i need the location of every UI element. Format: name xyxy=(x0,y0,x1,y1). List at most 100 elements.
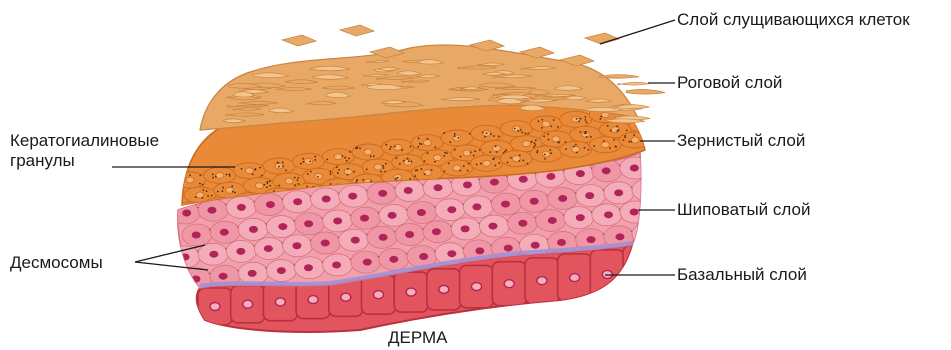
keratohyalin-granule xyxy=(222,190,224,192)
keratohyalin-granule xyxy=(549,149,551,151)
label-keratohyalin-line2: гранулы xyxy=(10,151,159,171)
keratohyalin-granule xyxy=(179,181,181,183)
keratohyalin-granule xyxy=(394,146,396,148)
keratohyalin-granule xyxy=(588,149,590,151)
keratohyalin-granule xyxy=(414,175,416,177)
keratohyalin-granule xyxy=(534,144,536,146)
keratohyalin-granule xyxy=(302,158,304,160)
keratohyalin-granule xyxy=(498,162,500,164)
keratohyalin-granule xyxy=(282,161,284,163)
keratohyalin-granule xyxy=(553,119,555,121)
spiny-nucleus xyxy=(304,264,313,271)
keratohyalin-granule xyxy=(584,116,586,118)
keratohyalin-granule xyxy=(419,143,421,145)
keratohyalin-granule xyxy=(303,161,305,163)
spiny-nucleus xyxy=(447,250,456,257)
spiny-nucleus xyxy=(389,256,398,263)
keratohyalin-granule xyxy=(326,158,328,160)
keratohyalin-granule xyxy=(241,168,243,170)
granular-nucleus xyxy=(552,136,560,142)
spiny-nucleus xyxy=(404,187,413,194)
keratohyalin-granule xyxy=(373,155,375,157)
keratohyalin-granule xyxy=(575,144,577,146)
keratohyalin-granule xyxy=(521,132,523,134)
keratohyalin-granule xyxy=(199,183,201,185)
keratohyalin-granule xyxy=(330,173,332,175)
spiny-nucleus xyxy=(304,220,313,227)
keratohyalin-granule xyxy=(640,125,642,127)
spiny-nucleus xyxy=(181,254,190,261)
desmosome-tick xyxy=(647,162,651,166)
spiny-nucleus xyxy=(378,190,387,197)
spiny-nucleus xyxy=(531,242,540,249)
keratohyalin-granule xyxy=(470,151,472,153)
keratohyalin-granule xyxy=(458,137,460,139)
keratohyalin-granule xyxy=(576,152,578,154)
shedding-flake xyxy=(585,33,619,44)
keratohyalin-granule xyxy=(397,177,399,179)
spiny-nucleus xyxy=(219,273,228,280)
basal-nucleus xyxy=(537,277,547,285)
basal-nucleus xyxy=(308,296,318,304)
basal-nucleus xyxy=(210,303,220,311)
spiny-nucleus xyxy=(360,215,369,222)
keratohyalin-granule xyxy=(296,179,298,181)
keratohyalin-granule xyxy=(520,129,522,131)
keratohyalin-granule xyxy=(519,160,521,162)
keratohyalin-granule xyxy=(179,206,181,208)
keratohyalin-granule xyxy=(278,185,280,187)
keratohyalin-granule xyxy=(306,186,308,188)
keratohyalin-granule xyxy=(344,157,346,159)
keratohyalin-granule xyxy=(578,121,580,123)
keratohyalin-granule xyxy=(421,143,423,145)
spiny-nucleus xyxy=(236,248,245,255)
keratohyalin-granule xyxy=(474,150,476,152)
keratohyalin-granule xyxy=(385,144,387,146)
keratohyalin-granule xyxy=(229,173,231,175)
basal-nucleus xyxy=(570,274,580,282)
keratohyalin-granule xyxy=(584,147,586,149)
leader-shed xyxy=(600,20,675,44)
spiny-nucleus xyxy=(447,206,456,213)
keratohyalin-granule xyxy=(454,149,456,151)
keratohyalin-granule xyxy=(531,141,533,143)
spiny-nucleus xyxy=(220,229,229,236)
granular-nucleus xyxy=(493,145,501,151)
granular-nucleus xyxy=(641,122,649,128)
spiny-nucleus xyxy=(182,210,191,217)
keratohyalin-granule xyxy=(427,138,429,140)
keratohyalin-granule xyxy=(467,170,469,172)
keratohyalin-granule xyxy=(623,139,625,141)
keratohyalin-granule xyxy=(229,175,231,177)
spiny-nucleus xyxy=(558,195,567,202)
keratohyalin-granule xyxy=(307,173,309,175)
spiny-cell xyxy=(632,179,662,201)
spiny-nucleus xyxy=(417,209,426,216)
spiny-nucleus xyxy=(585,192,594,199)
spiny-nucleus xyxy=(433,184,442,191)
keratohyalin-granule xyxy=(476,164,478,166)
spiny-nucleus xyxy=(546,173,555,180)
keratohyalin-granule xyxy=(600,116,602,118)
keratohyalin-granule xyxy=(347,168,349,170)
keratohyalin-granule xyxy=(544,154,546,156)
keratohyalin-granule xyxy=(179,183,181,185)
keratohyalin-granule xyxy=(626,129,628,131)
basal-nucleus xyxy=(635,267,645,275)
keratohyalin-granule xyxy=(543,135,545,137)
granular-nucleus xyxy=(255,183,263,189)
keratohyalin-granule xyxy=(586,121,588,123)
keratohyalin-granule xyxy=(261,175,263,177)
granular-nucleus xyxy=(404,159,412,165)
keratohyalin-granule xyxy=(454,135,456,137)
spiny-nucleus xyxy=(604,211,613,218)
keratohyalin-granule xyxy=(201,197,203,199)
basal-cell xyxy=(623,246,657,297)
spiny-nucleus xyxy=(461,225,470,232)
spiny-nucleus xyxy=(249,226,258,233)
keratohyalin-granule xyxy=(448,162,450,164)
keratohyalin-granule xyxy=(215,176,217,178)
keratohyalin-granule xyxy=(206,190,208,192)
keratohyalin-granule xyxy=(473,155,475,157)
keratohyalin-granule xyxy=(460,156,462,158)
